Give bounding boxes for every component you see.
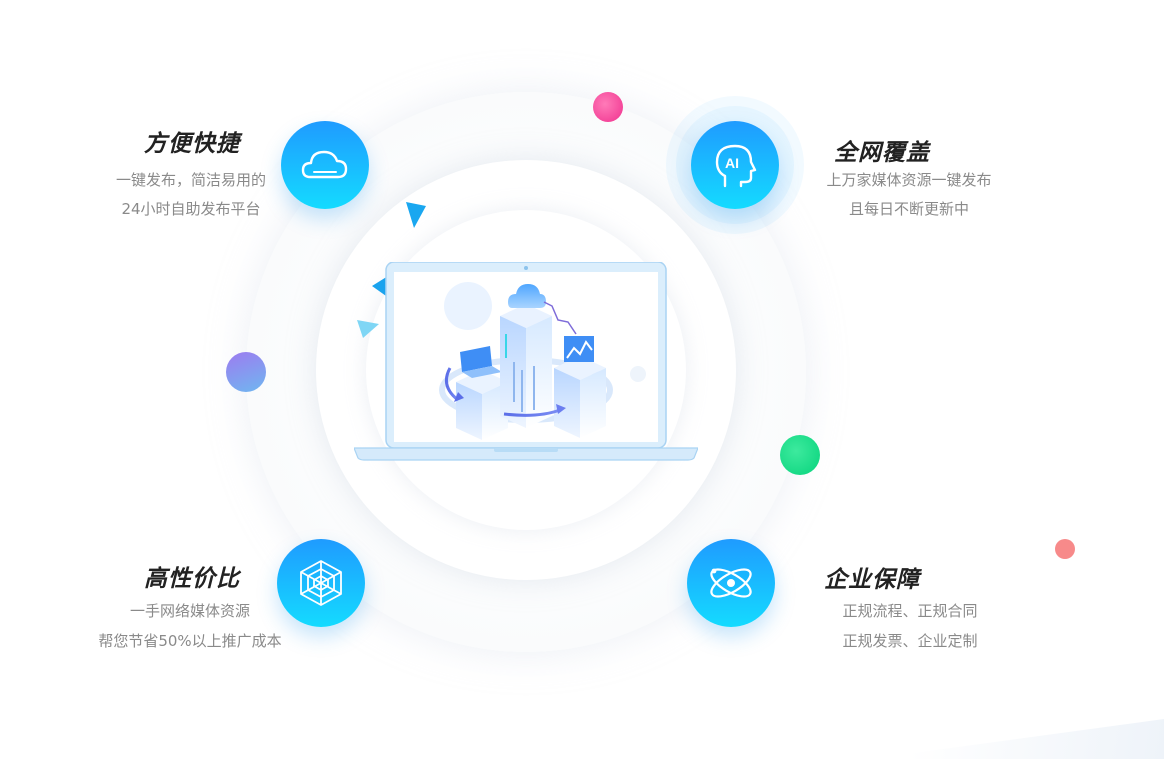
cloud-icon — [301, 150, 348, 179]
feature-coverage-icon-badge: AI — [691, 121, 779, 209]
feature-description-line: 上万家媒体资源一键发布 — [826, 171, 992, 189]
feature-description-line: 一键发布，简洁易用的 — [115, 171, 266, 189]
decorative-dot-purple — [226, 352, 266, 392]
decorative-dot-salmon — [1055, 539, 1075, 559]
decorative-triangle-3 — [357, 320, 379, 338]
feature-description-line: 24小时自助发布平台 — [121, 200, 261, 218]
atom-icon — [710, 568, 752, 598]
feature-convenient-icon-badge — [281, 121, 369, 209]
corner-decoration — [870, 719, 1164, 759]
feature-title: 方便快捷 — [144, 131, 240, 157]
ai-head-icon: AI — [715, 144, 757, 188]
feature-description-line: 正规发票、企业定制 — [842, 632, 978, 650]
spider-web-icon — [300, 560, 342, 606]
feature-title: 高性价比 — [144, 566, 240, 592]
feature-description-line: 正规流程、正规合同 — [842, 602, 978, 620]
decorative-triangle-1 — [406, 202, 426, 228]
feature-value-icon-badge — [277, 539, 365, 627]
decorative-dot-pink — [593, 92, 623, 122]
svg-text:AI: AI — [725, 155, 739, 171]
laptop-data-center-illustration — [354, 262, 698, 461]
feature-description-line: 一手网络媒体资源 — [129, 602, 250, 620]
feature-title: 全网覆盖 — [834, 140, 930, 166]
decorative-dot-green — [780, 435, 820, 475]
feature-title: 企业保障 — [824, 567, 920, 593]
feature-guarantee-icon-badge — [687, 539, 775, 627]
feature-description-line: 且每日不断更新中 — [848, 200, 969, 218]
feature-description-line: 帮您节省50%以上推广成本 — [98, 632, 282, 650]
